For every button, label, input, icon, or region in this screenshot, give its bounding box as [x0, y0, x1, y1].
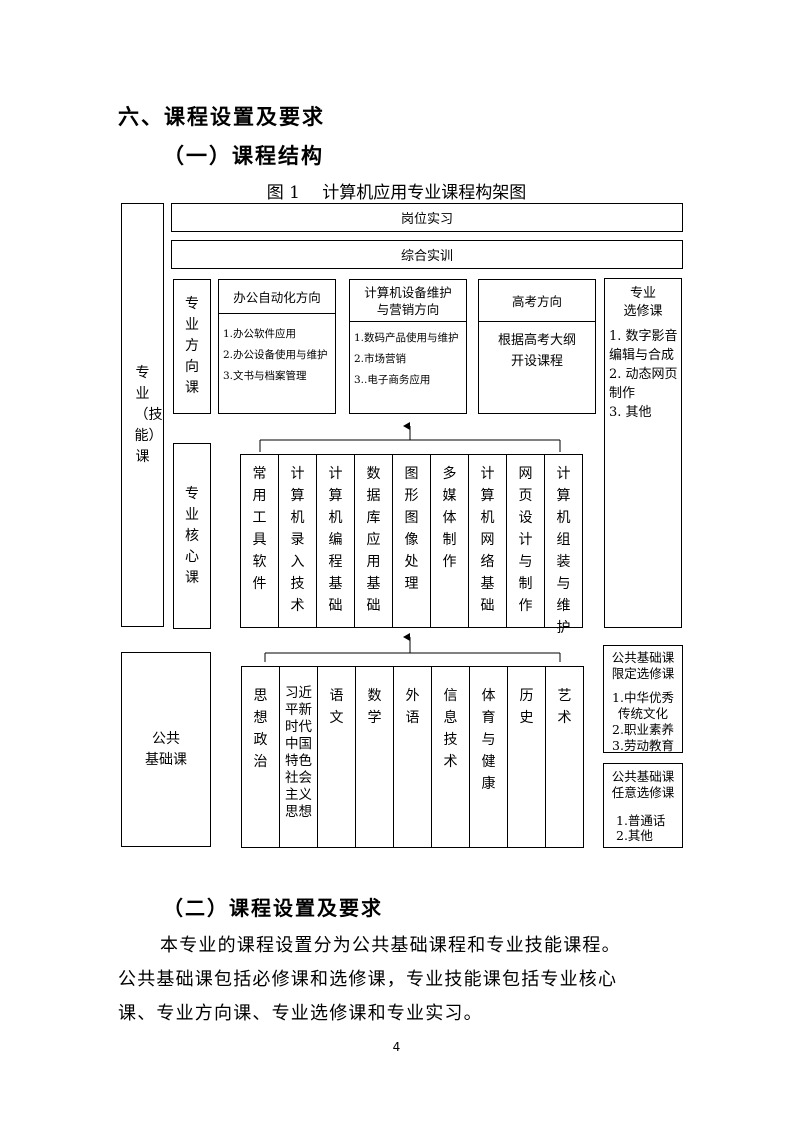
- public-course-3: 语文: [317, 666, 356, 848]
- paragraph-line: 本专业的课程设置分为公共基础课程和专业技能课程。: [160, 935, 621, 956]
- core-course-6: 多媒体制作: [430, 454, 469, 628]
- public-course-9: 艺术: [545, 666, 584, 848]
- public-basic-label: 公共 基础课: [121, 652, 211, 847]
- public-limited-elective-box: 公共基础课 限定选修课 1.中华优秀 传统文化 2.职业素养 3.劳动教育: [603, 645, 683, 753]
- section-heading-2: （二）课程设置及要求: [163, 896, 383, 920]
- core-course-5: 图形图像处理: [392, 454, 431, 628]
- core-course-2: 计算机录入技术: [278, 454, 317, 628]
- public-course-1: 思想政治: [241, 666, 280, 848]
- figure-title: 图 1 计算机应用专业课程构架图: [266, 183, 527, 203]
- core-course-9: 计算机组装与维护: [544, 454, 583, 636]
- comprehensive-training-box: 综合实训: [171, 240, 683, 269]
- paragraph-line: 课、专业方向课、专业选修课和专业实习。: [118, 1003, 483, 1024]
- public-course-5: 外语: [393, 666, 432, 848]
- professional-skills-label: 专业（技能）课: [121, 203, 164, 627]
- direction-box-office: 办公自动化方向 1.办公软件应用 2.办公设备使用与维护 3.文书与档案管理: [218, 279, 336, 414]
- page-number: 4: [392, 1040, 401, 1054]
- core-course-label: 专业核心课: [173, 443, 211, 629]
- core-course-4: 数据库应用基础: [354, 454, 393, 628]
- direction-course-label: 专业方向课: [173, 279, 211, 414]
- public-course-6: 信息技术: [431, 666, 470, 848]
- paragraph-line: 公共基础课包括必修课和选修课，专业技能课包括专业核心: [118, 969, 618, 990]
- public-course-2: 习近平新时代中国特色社会主义思想: [279, 666, 318, 848]
- direction-box-gaokao: 高考方向 根据高考大纲 开设课程: [478, 279, 596, 414]
- core-course-8: 网页设计与制作: [506, 454, 545, 628]
- public-optional-elective-box: 公共基础课 任意选修课 1.普通话 2.其他: [603, 763, 683, 848]
- core-course-1: 常用工具软件: [240, 454, 279, 628]
- public-course-7: 体育与健康: [469, 666, 508, 848]
- core-course-3: 计算机编程基础: [316, 454, 355, 628]
- direction-box-maintenance: 计算机设备维护 与营销方向 1.数码产品使用与维护 2.市场营销 3..电子商务…: [349, 279, 467, 414]
- professional-elective-box: 专业 选修课 1. 数字影音编辑与合成 2. 动态网页制作 3. 其他: [604, 278, 682, 628]
- subsection-heading: （一）课程结构: [163, 143, 324, 168]
- internship-box: 岗位实习: [171, 203, 683, 232]
- public-course-4: 数学: [355, 666, 394, 848]
- core-course-7: 计算机网络基础: [468, 454, 507, 628]
- public-course-8: 历史: [507, 666, 546, 848]
- section-heading: 六、课程设置及要求: [118, 104, 325, 129]
